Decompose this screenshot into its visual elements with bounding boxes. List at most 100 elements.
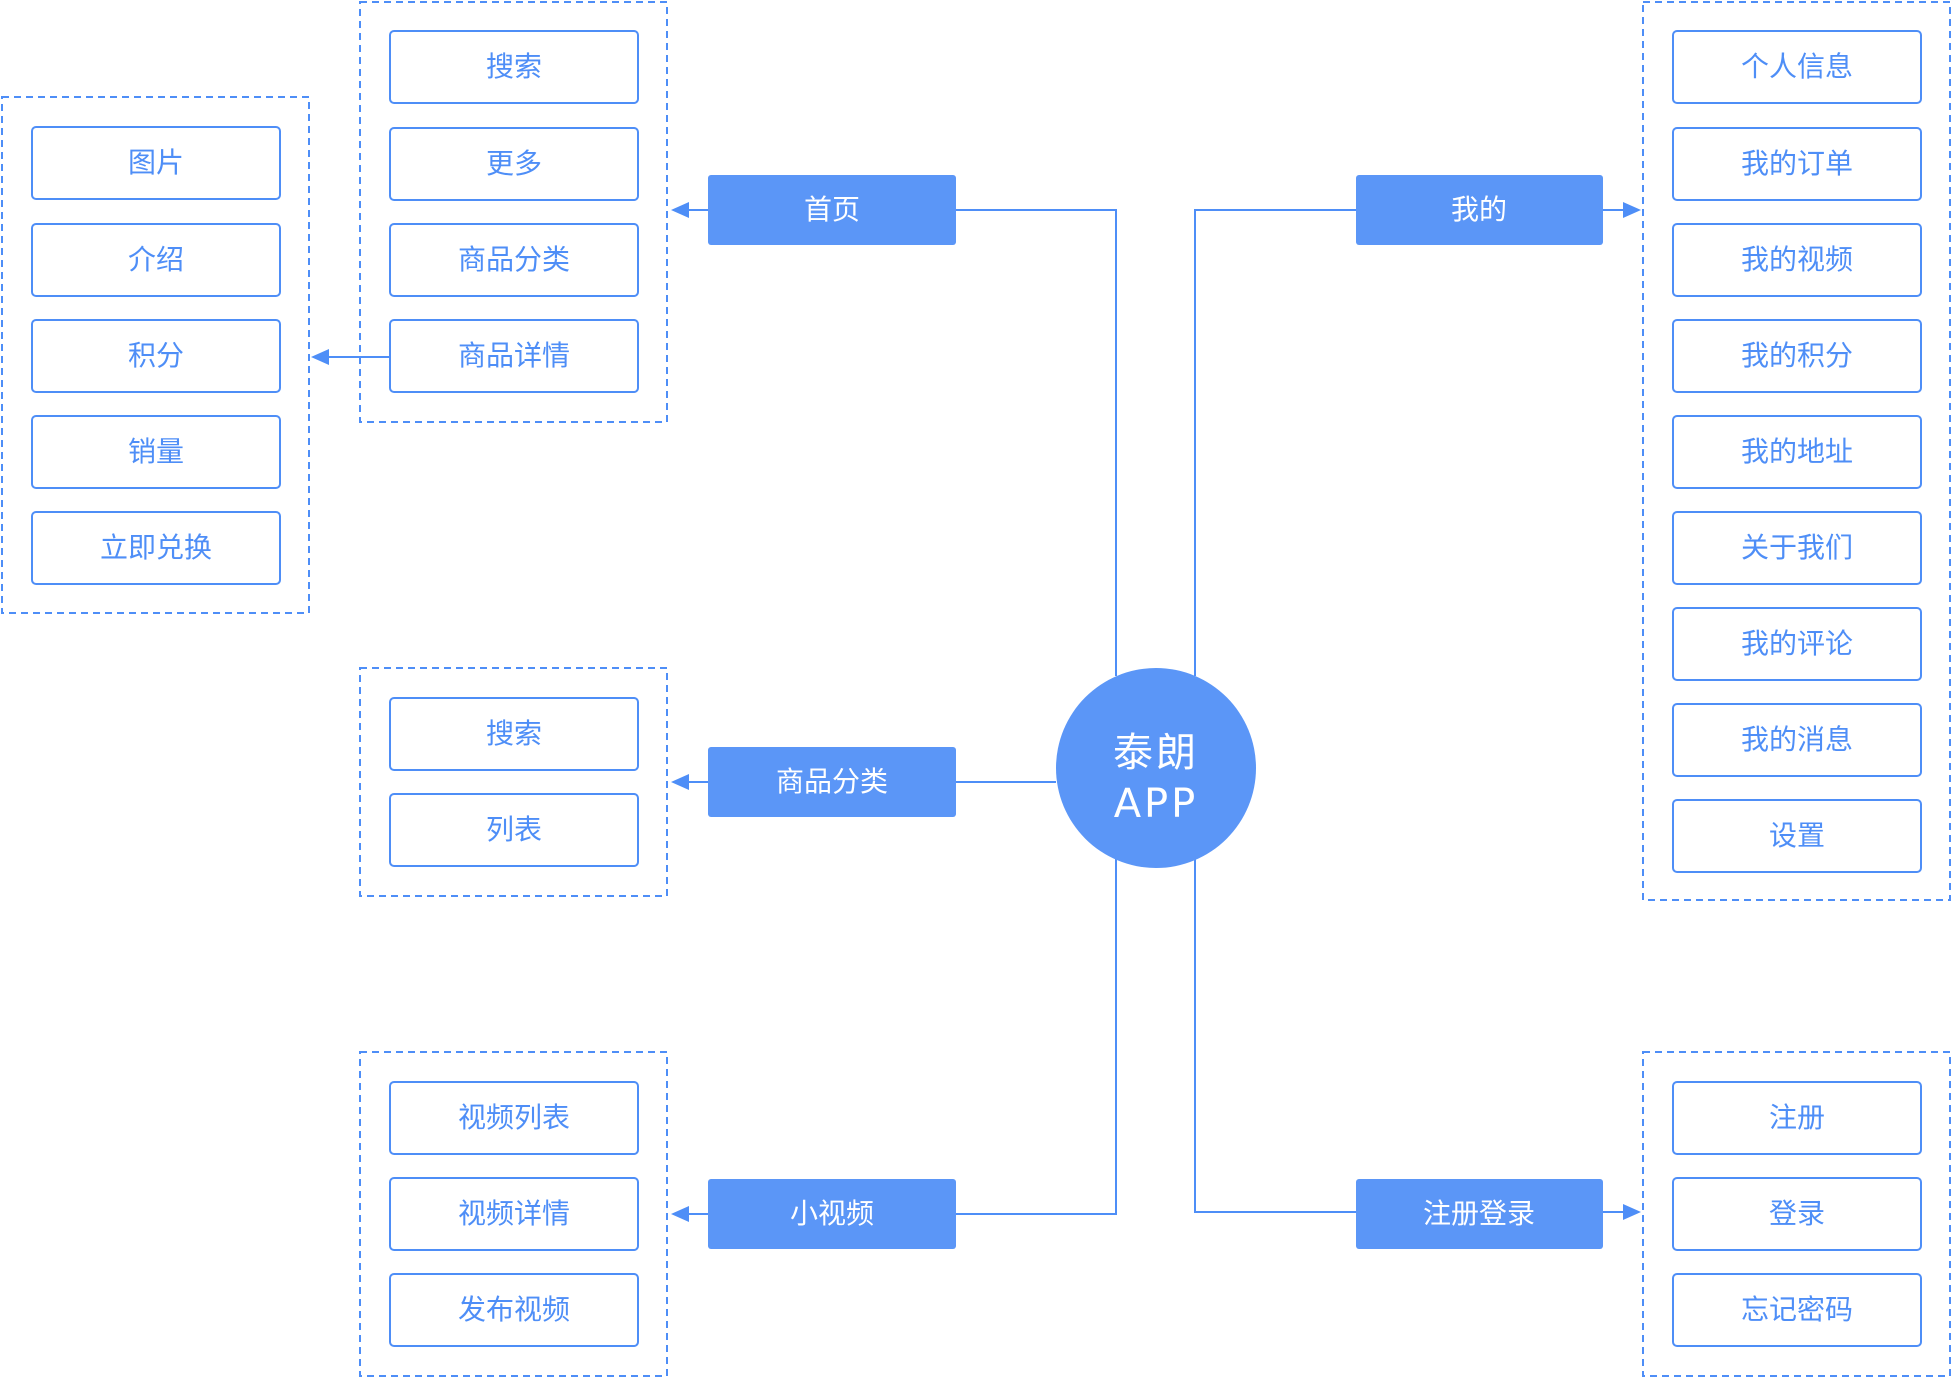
center-subtitle: APP (1114, 781, 1199, 827)
leaf-label: 搜索 (486, 50, 542, 83)
leaf-box (389, 223, 639, 297)
leaf-box (1672, 703, 1922, 777)
arrowhead-home (671, 202, 689, 218)
leaf-category-search[interactable]: 搜索 (389, 697, 639, 771)
branch-mine-box (1356, 175, 1603, 245)
leaf-home-product-detail[interactable]: 商品详情 (389, 319, 639, 393)
leaf-box (389, 30, 639, 104)
leaf-video-list[interactable]: 视频列表 (389, 1081, 639, 1155)
product-detail-group (1, 96, 310, 614)
leaf-auth-forgot-password[interactable]: 忘记密码 (1672, 1273, 1922, 1347)
leaf-box (31, 511, 281, 585)
leaf-label: 个人信息 (1741, 50, 1853, 83)
connector-auth (1194, 858, 1356, 1213)
leaf-mine-orders[interactable]: 我的订单 (1672, 127, 1922, 201)
auth-group (1642, 1051, 1951, 1377)
leaf-box (1672, 511, 1922, 585)
branch-category-box (708, 747, 956, 817)
connector-mine (1194, 209, 1356, 676)
leaf-label: 我的订单 (1741, 147, 1853, 180)
leaf-product-detail-intro[interactable]: 介绍 (31, 223, 281, 297)
leaf-label: 我的视频 (1741, 243, 1853, 276)
arrowhead-auth (1623, 1204, 1641, 1220)
leaf-label: 列表 (486, 813, 542, 846)
arrowhead-category (671, 774, 689, 790)
branch-home[interactable]: 首页 (708, 175, 956, 245)
leaf-label: 商品分类 (458, 243, 570, 276)
center-circle (1056, 668, 1256, 868)
leaf-label: 登录 (1769, 1197, 1825, 1230)
branch-auth-label: 注册登录 (1423, 1197, 1535, 1230)
leaf-auth-register[interactable]: 注册 (1672, 1081, 1922, 1155)
leaf-product-detail-redeem[interactable]: 立即兑换 (31, 511, 281, 585)
branch-auth[interactable]: 注册登录 (1356, 1179, 1603, 1249)
leaf-label: 我的消息 (1741, 723, 1853, 756)
connector-video (955, 858, 1117, 1215)
branch-mine[interactable]: 我的 (1356, 175, 1603, 245)
leaf-label: 销量 (128, 435, 184, 468)
leaf-label: 商品详情 (458, 339, 570, 372)
branch-category-label: 商品分类 (776, 765, 888, 798)
leaf-mine-points[interactable]: 我的积分 (1672, 319, 1922, 393)
video-group (359, 1051, 668, 1377)
branch-video[interactable]: 小视频 (708, 1179, 956, 1249)
leaf-box (1672, 30, 1922, 104)
leaf-home-category[interactable]: 商品分类 (389, 223, 639, 297)
leaf-box (1672, 1273, 1922, 1347)
arrowhead-product-detail (311, 349, 329, 365)
leaf-box (1672, 415, 1922, 489)
leaf-box (1672, 1177, 1922, 1251)
leaf-box (389, 1273, 639, 1347)
leaf-label: 我的地址 (1741, 435, 1853, 468)
leaf-category-list[interactable]: 列表 (389, 793, 639, 867)
leaf-label: 视频详情 (458, 1197, 570, 1230)
center-node: 泰朗 APP (1056, 668, 1256, 868)
mine-group (1642, 1, 1951, 901)
leaf-mine-videos[interactable]: 我的视频 (1672, 223, 1922, 297)
arrowhead-mine (1623, 202, 1641, 218)
leaf-box (389, 319, 639, 393)
leaf-box (31, 319, 281, 393)
leaf-mine-settings[interactable]: 设置 (1672, 799, 1922, 873)
leaf-home-search[interactable]: 搜索 (389, 30, 639, 104)
leaf-label: 积分 (128, 339, 184, 372)
leaf-home-more[interactable]: 更多 (389, 127, 639, 201)
leaf-label: 注册 (1769, 1101, 1825, 1134)
branch-auth-box (1356, 1179, 1603, 1249)
branch-category[interactable]: 商品分类 (708, 747, 956, 817)
center-title: 泰朗 (1113, 730, 1199, 776)
leaf-label: 我的评论 (1741, 627, 1853, 660)
leaf-mine-profile[interactable]: 个人信息 (1672, 30, 1922, 104)
arrowhead-video (671, 1206, 689, 1222)
leaf-box (1672, 799, 1922, 873)
connector-home (955, 209, 1117, 676)
leaf-product-detail-points[interactable]: 积分 (31, 319, 281, 393)
leaf-box (1672, 1081, 1922, 1155)
leaf-box (1672, 127, 1922, 201)
branch-video-label: 小视频 (790, 1197, 874, 1230)
branch-video-box (708, 1179, 956, 1249)
leaf-box (389, 1081, 639, 1155)
leaf-box (389, 697, 639, 771)
leaf-product-detail-sales[interactable]: 销量 (31, 415, 281, 489)
leaf-mine-about[interactable]: 关于我们 (1672, 511, 1922, 585)
leaf-video-detail[interactable]: 视频详情 (389, 1177, 639, 1251)
leaf-mine-messages[interactable]: 我的消息 (1672, 703, 1922, 777)
leaf-label: 关于我们 (1741, 531, 1853, 564)
leaf-label: 忘记密码 (1741, 1293, 1853, 1326)
leaf-label: 更多 (486, 147, 542, 180)
leaf-mine-address[interactable]: 我的地址 (1672, 415, 1922, 489)
leaf-label: 立即兑换 (100, 531, 212, 564)
leaf-box (389, 793, 639, 867)
leaf-label: 我的积分 (1741, 339, 1853, 372)
leaf-product-detail-image[interactable]: 图片 (31, 126, 281, 200)
leaf-video-publish[interactable]: 发布视频 (389, 1273, 639, 1347)
leaf-label: 搜索 (486, 717, 542, 750)
branch-home-label: 首页 (804, 193, 860, 226)
leaf-auth-login[interactable]: 登录 (1672, 1177, 1922, 1251)
branch-mine-label: 我的 (1451, 193, 1507, 226)
leaf-box (389, 1177, 639, 1251)
leaf-box (1672, 223, 1922, 297)
leaf-box (1672, 607, 1922, 681)
leaf-mine-comments[interactable]: 我的评论 (1672, 607, 1922, 681)
